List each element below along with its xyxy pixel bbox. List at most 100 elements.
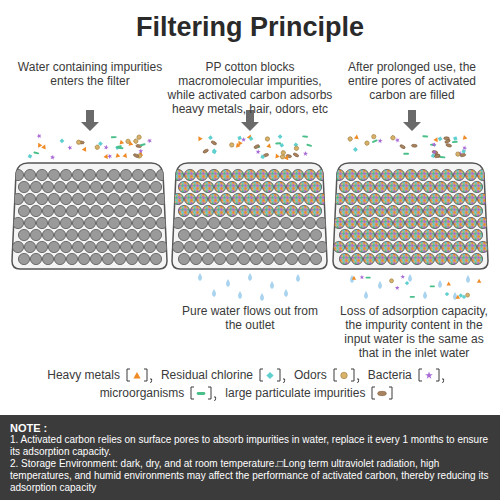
carbon-granule — [345, 169, 356, 180]
bracket — [127, 369, 130, 381]
carbon-granule — [214, 229, 225, 240]
carbon-granule — [447, 205, 458, 216]
legend-text: Odors — [294, 367, 327, 383]
carbon-granule — [339, 229, 350, 240]
carbon-granule — [304, 217, 315, 228]
carbon-granule — [238, 181, 249, 192]
carbon-granule — [465, 193, 476, 204]
carbon-granule — [226, 181, 237, 192]
carbon-granule — [36, 193, 47, 204]
chlorine-mark — [437, 136, 443, 142]
particulate-mark — [399, 144, 405, 149]
carbon-granule — [262, 181, 273, 192]
carbon-granule — [333, 169, 344, 180]
carbon-granule — [423, 229, 434, 240]
water-drop — [238, 291, 242, 299]
carbon-granule — [12, 241, 23, 252]
chlorine-mark — [212, 148, 217, 153]
carbon-granule — [375, 181, 386, 192]
microorganism-mark — [452, 141, 458, 143]
carbon-granule — [310, 253, 321, 264]
water-drop — [248, 273, 252, 281]
caption-text: After prolonged use, the entire pores of… — [333, 60, 491, 102]
odor-mark — [76, 140, 81, 145]
carbon-granule — [18, 181, 29, 192]
carbon-granule — [345, 241, 356, 252]
heavy-metal-mark — [128, 140, 134, 145]
bacteria-mark — [425, 372, 433, 379]
carbon-granule — [417, 241, 428, 252]
microorganism-mark — [372, 139, 378, 143]
bracket — [191, 387, 194, 399]
carbon-granule — [435, 181, 446, 192]
bacteria-mark — [103, 144, 109, 150]
bracket — [372, 387, 375, 399]
carbon-granule — [351, 205, 362, 216]
caption-text: Water containing impurities enters the f… — [12, 60, 168, 88]
legend: Heavy metalsResidual chlorineOdorsBacter… — [40, 366, 460, 402]
carbon-granule — [202, 181, 213, 192]
carbon-granule — [304, 193, 315, 204]
carbon-granule — [90, 229, 101, 240]
water-drop — [466, 275, 470, 283]
heavy-metal-mark — [284, 154, 290, 160]
particulate-mark — [211, 140, 217, 145]
odor-mark — [95, 144, 100, 149]
water-drop — [378, 281, 382, 289]
carbon-granule — [411, 181, 422, 192]
carbon-granule — [126, 229, 137, 240]
carbon-granule — [310, 181, 321, 192]
carbon-granule — [363, 181, 374, 192]
carbon-granule — [405, 169, 416, 180]
carbon-granule — [84, 217, 95, 228]
carbon-granule — [42, 181, 53, 192]
carbon-granule — [190, 253, 201, 264]
carbon-granule — [399, 229, 410, 240]
particulate-mark — [460, 153, 466, 157]
carbon-granule — [132, 193, 143, 204]
carbon-granule — [274, 181, 285, 192]
carbon-granule — [48, 241, 59, 252]
carbon-granule — [178, 205, 189, 216]
carbon-granule — [156, 193, 167, 204]
carbon-granule — [196, 217, 207, 228]
carbon-granule — [477, 217, 488, 228]
carbon-granule — [262, 253, 273, 264]
particulate-mark — [446, 143, 452, 147]
carbon-granule — [471, 253, 482, 264]
carbon-granule — [196, 169, 207, 180]
carbon-granule — [280, 241, 291, 252]
water-drop — [438, 280, 442, 288]
carbon-granule — [208, 217, 219, 228]
carbon-granule — [286, 253, 297, 264]
carbon-granule — [60, 241, 71, 252]
carbon-granule — [48, 169, 59, 180]
carbon-granule — [250, 253, 261, 264]
bacteria-mark — [67, 144, 73, 150]
carbon-granule — [465, 241, 476, 252]
carbon-granule — [465, 217, 476, 228]
bracket — [260, 369, 263, 381]
filter-cartridge — [12, 163, 168, 269]
carbon-granule — [411, 253, 422, 264]
carbon-granule — [262, 229, 273, 240]
carbon-granule — [477, 193, 488, 204]
chlorine-mark — [98, 141, 103, 146]
bracket — [144, 369, 147, 381]
bacteria-mark — [360, 275, 365, 279]
bacteria-mark — [462, 145, 468, 151]
carbon-granule — [24, 193, 35, 204]
carbon-granule — [172, 169, 183, 180]
carbon-granule — [381, 169, 392, 180]
activated-carbon — [12, 169, 167, 264]
carbon-granule — [369, 169, 380, 180]
carbon-granule — [132, 217, 143, 228]
carbon-granule — [108, 169, 119, 180]
carbon-granule — [178, 229, 189, 240]
carbon-granule — [84, 241, 95, 252]
carbon-granule — [114, 205, 125, 216]
carbon-granule — [417, 217, 428, 228]
carbon-granule — [36, 169, 47, 180]
legend-item: microorganisms — [100, 385, 226, 401]
note-band: NOTE :1. Activated carbon relies on surf… — [0, 415, 500, 500]
